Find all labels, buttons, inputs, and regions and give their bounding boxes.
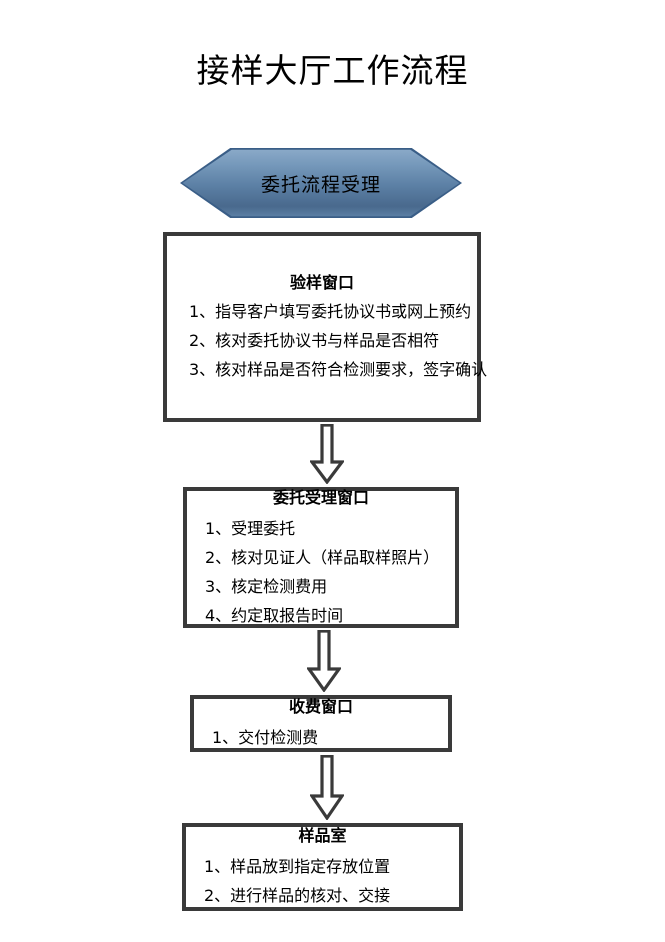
list-item: 1、指导客户填写委托协议书或网上预约 bbox=[189, 301, 472, 321]
down-block-arrow-icon bbox=[310, 755, 344, 820]
list-item: 1、样品放到指定存放位置 bbox=[204, 857, 391, 876]
list-item: 3、核定检测费用 bbox=[205, 576, 328, 596]
process-box-weituo[interactable]: 委托受理窗口 1、受理委托 2、核对见证人（样品取样照片） 3、核定检测费用 4… bbox=[183, 487, 459, 628]
list-item: 3、核对样品是否符合检测要求，签字确认 bbox=[189, 359, 488, 379]
down-block-arrow-icon bbox=[310, 424, 344, 484]
start-node-label: 委托流程受理 bbox=[260, 173, 381, 196]
process-box-yanyang[interactable]: 验样窗口 1、指导客户填写委托协议书或网上预约 2、核对委托协议书与样品是否相符… bbox=[163, 232, 488, 422]
list-item: 2、核对见证人（样品取样照片） bbox=[205, 547, 440, 567]
hexagon-fill bbox=[182, 149, 460, 217]
list-item: 1、交付检测费 bbox=[212, 728, 319, 747]
process-item-list: 1、指导客户填写委托协议书或网上预约 2、核对委托协议书与样品是否相符 3、核对… bbox=[167, 297, 488, 384]
list-item: 2、进行样品的核对、交接 bbox=[204, 886, 391, 905]
list-item: 1、受理委托 bbox=[205, 518, 296, 538]
process-title: 委托受理窗口 bbox=[272, 487, 369, 507]
list-item: 2、核对委托协议书与样品是否相符 bbox=[189, 330, 440, 350]
process-title: 验样窗口 bbox=[289, 272, 354, 292]
start-node-hexagon[interactable]: 委托流程受理 bbox=[180, 148, 462, 218]
process-box-shoufei[interactable]: 收费窗口 1、交付检测费 bbox=[190, 695, 452, 752]
process-item-list: 1、受理委托 2、核对见证人（样品取样照片） 3、核定检测费用 4、约定取报告时… bbox=[187, 514, 455, 630]
process-item-list: 1、交付检测费 bbox=[194, 723, 448, 752]
down-block-arrow-icon bbox=[307, 630, 341, 692]
page-title: 接样大厅工作流程 bbox=[196, 51, 469, 90]
process-box-yangpin[interactable]: 样品室 1、样品放到指定存放位置 2、进行样品的核对、交接 bbox=[182, 823, 463, 911]
process-item-list: 1、样品放到指定存放位置 2、进行样品的核对、交接 bbox=[186, 852, 459, 910]
process-title: 收费窗口 bbox=[288, 697, 353, 716]
list-item: 4、约定取报告时间 bbox=[205, 605, 344, 625]
process-title: 样品室 bbox=[298, 826, 347, 845]
